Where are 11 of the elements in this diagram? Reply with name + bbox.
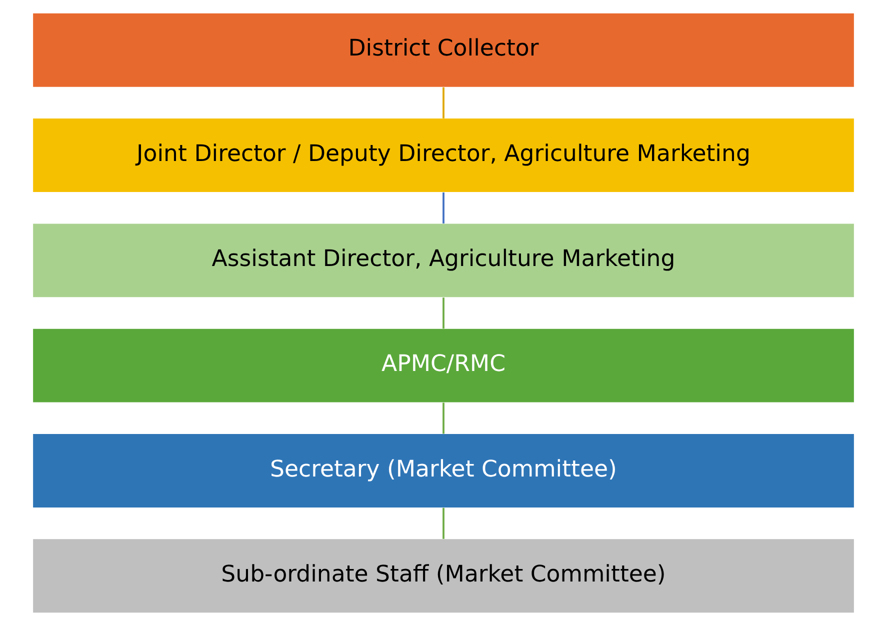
node-box: District Collector (32, 13, 854, 87)
connector (442, 402, 444, 434)
connector (442, 508, 444, 539)
node-box: APMC/RMC (32, 328, 854, 402)
connector (442, 192, 444, 224)
connector (442, 87, 444, 118)
node-box: Assistant Director, Agriculture Marketing (32, 224, 854, 298)
node-box: Sub-ordinate Staff (Market Committee) (32, 539, 854, 613)
node-box: Secretary (Market Committee) (32, 434, 854, 508)
connector (442, 298, 444, 329)
node-box: Joint Director / Deputy Director, Agriculture Marketing (32, 118, 854, 192)
